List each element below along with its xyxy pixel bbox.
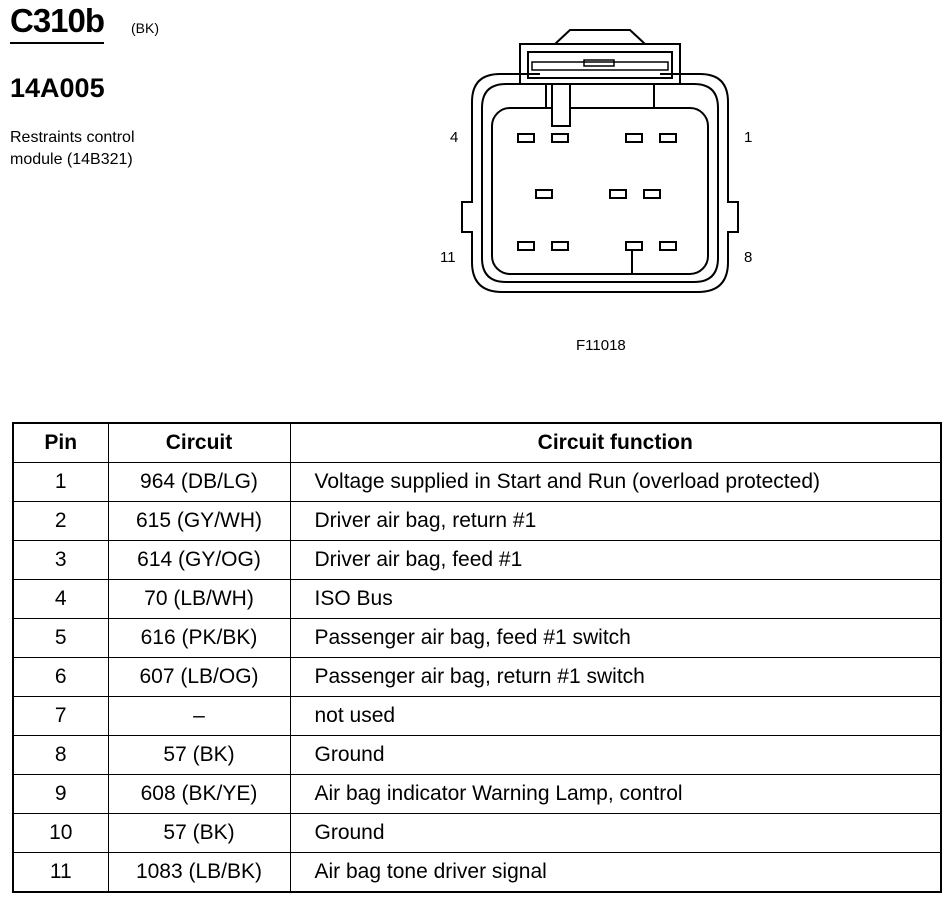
table-row: 10 57 (BK) Ground [12,813,942,853]
connector-latch [554,29,646,45]
connector-housing-outer [461,73,739,293]
function-cell: ISO Bus [289,579,942,619]
pin-label-1: 1 [744,129,753,146]
connector-color: (BK) [131,20,159,36]
function-cell: Voltage supplied in Start and Run (overl… [289,462,942,502]
circuit-cell: 615 (GY/WH) [107,501,291,541]
terminal-9 [625,241,643,251]
terminals [517,133,677,251]
connector-latch-key [583,59,615,67]
function-cell: Passenger air bag, return #1 switch [289,657,942,697]
table-row: 6 607 (LB/OG) Passenger air bag, return … [12,657,942,697]
terminal-5 [643,189,661,199]
connector-latch-inner [527,51,673,79]
terminal-3 [551,133,569,143]
pin-cell: 4 [12,579,109,619]
terminal-10 [551,241,569,251]
connector-latch-frame [519,43,681,85]
table-row: 7 – not used [12,696,942,736]
connector-housing-mid [481,83,719,283]
pin-label-8: 8 [744,249,753,266]
terminal-7 [535,189,553,199]
connector-cavity [491,107,709,275]
pin-label-4: 4 [450,129,459,146]
description-line-2: module (14B321) [10,151,133,168]
circuit-cell: 1083 (LB/BK) [107,852,291,893]
pin-cell: 2 [12,501,109,541]
circuit-cell: 614 (GY/OG) [107,540,291,580]
circuit-cell: 616 (PK/BK) [107,618,291,658]
terminal-1 [659,133,677,143]
pin-cell: 3 [12,540,109,580]
function-cell: Driver air bag, return #1 [289,501,942,541]
header-circuit: Circuit [107,422,291,463]
header-function: Circuit function [289,422,942,463]
table-row: 11 1083 (LB/BK) Air bag tone driver sign… [12,852,942,893]
table-row: 9 608 (BK/YE) Air bag indicator Warning … [12,774,942,814]
pin-cell: 6 [12,657,109,697]
circuit-cell: 608 (BK/YE) [107,774,291,814]
pin-cell: 8 [12,735,109,775]
pin-cell: 9 [12,774,109,814]
connector-face-diagram [461,29,739,293]
table-row: 2 615 (GY/WH) Driver air bag, return #1 [12,501,942,541]
circuit-cell: 57 (BK) [107,813,291,853]
connector-id: C310b [10,2,105,44]
function-cell: Air bag tone driver signal [289,852,942,893]
terminal-11 [517,241,535,251]
circuit-cell: 57 (BK) [107,735,291,775]
pin-table: Pin Circuit Circuit function 1 964 (DB/L… [12,422,942,893]
part-number: 14A005 [10,73,105,103]
circuit-cell: 964 (DB/LG) [107,462,291,502]
table-row: 8 57 (BK) Ground [12,735,942,775]
circuit-cell: 607 (LB/OG) [107,657,291,697]
function-cell: not used [289,696,942,736]
figure-id: F11018 [576,337,626,354]
pin-label-11: 11 [440,249,456,266]
table-row: 5 616 (PK/BK) Passenger air bag, feed #1… [12,618,942,658]
pin-cell: 5 [12,618,109,658]
function-cell: Ground [289,813,942,853]
function-cell: Ground [289,735,942,775]
pin-cell: 7 [12,696,109,736]
terminal-4 [517,133,535,143]
table-header-row: Pin Circuit Circuit function [12,422,942,463]
lock-finger [551,83,571,127]
table-row: 3 614 (GY/OG) Driver air bag, feed #1 [12,540,942,580]
pin-cell: 11 [12,852,109,893]
pin-cell: 1 [12,462,109,502]
circuit-cell: – [107,696,291,736]
pin-cell: 10 [12,813,109,853]
terminal-2 [625,133,643,143]
module-description: Restraints control module (14B321) [10,127,210,171]
terminal-8 [659,241,677,251]
description-line-1: Restraints control [10,129,135,146]
function-cell: Air bag indicator Warning Lamp, control [289,774,942,814]
connector-latch-slot [531,61,669,71]
function-cell: Driver air bag, feed #1 [289,540,942,580]
function-cell: Passenger air bag, feed #1 switch [289,618,942,658]
header-pin: Pin [12,422,109,463]
table-row: 4 70 (LB/WH) ISO Bus [12,579,942,619]
terminal-6 [609,189,627,199]
circuit-cell: 70 (LB/WH) [107,579,291,619]
table-row: 1 964 (DB/LG) Voltage supplied in Start … [12,462,942,502]
